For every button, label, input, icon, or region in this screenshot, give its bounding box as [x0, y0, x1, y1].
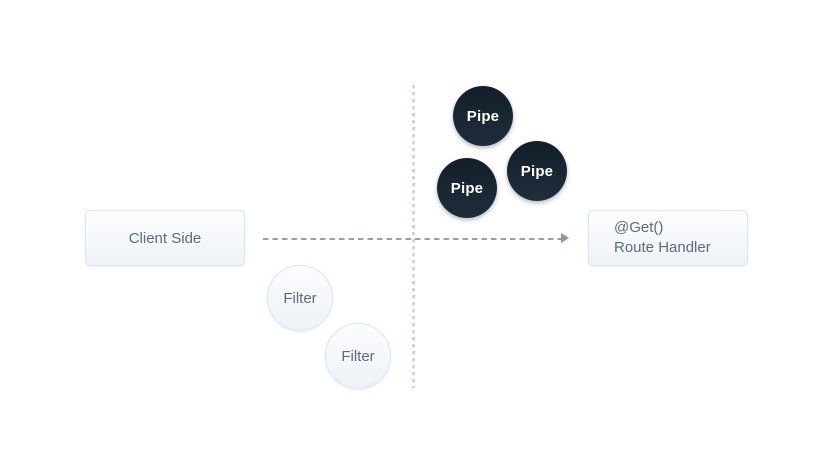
filter-label: Filter: [341, 347, 375, 365]
filter-label: Filter: [283, 289, 317, 307]
pipe-label: Pipe: [450, 179, 484, 197]
client-side-label: Client Side: [128, 229, 202, 247]
request-flow-arrowhead-icon: [561, 233, 569, 243]
request-flow-dashed-line: [263, 238, 562, 240]
pipe-circle: Pipe: [507, 141, 567, 201]
filter-circle: Filter: [267, 265, 333, 331]
pipe-label: Pipe: [520, 162, 554, 180]
pipe-label: Pipe: [466, 107, 500, 125]
route-decorator-label: @Get(): [614, 219, 664, 236]
pipe-circle: Pipe: [453, 86, 513, 146]
client-side-box: Client Side: [85, 210, 245, 266]
route-handler-label: Route Handler: [614, 239, 711, 256]
filter-circle: Filter: [325, 323, 391, 389]
boundary-divider-dashed-line: [412, 85, 415, 388]
route-handler-box: @Get() Route Handler: [588, 210, 748, 266]
pipe-circle: Pipe: [437, 158, 497, 218]
